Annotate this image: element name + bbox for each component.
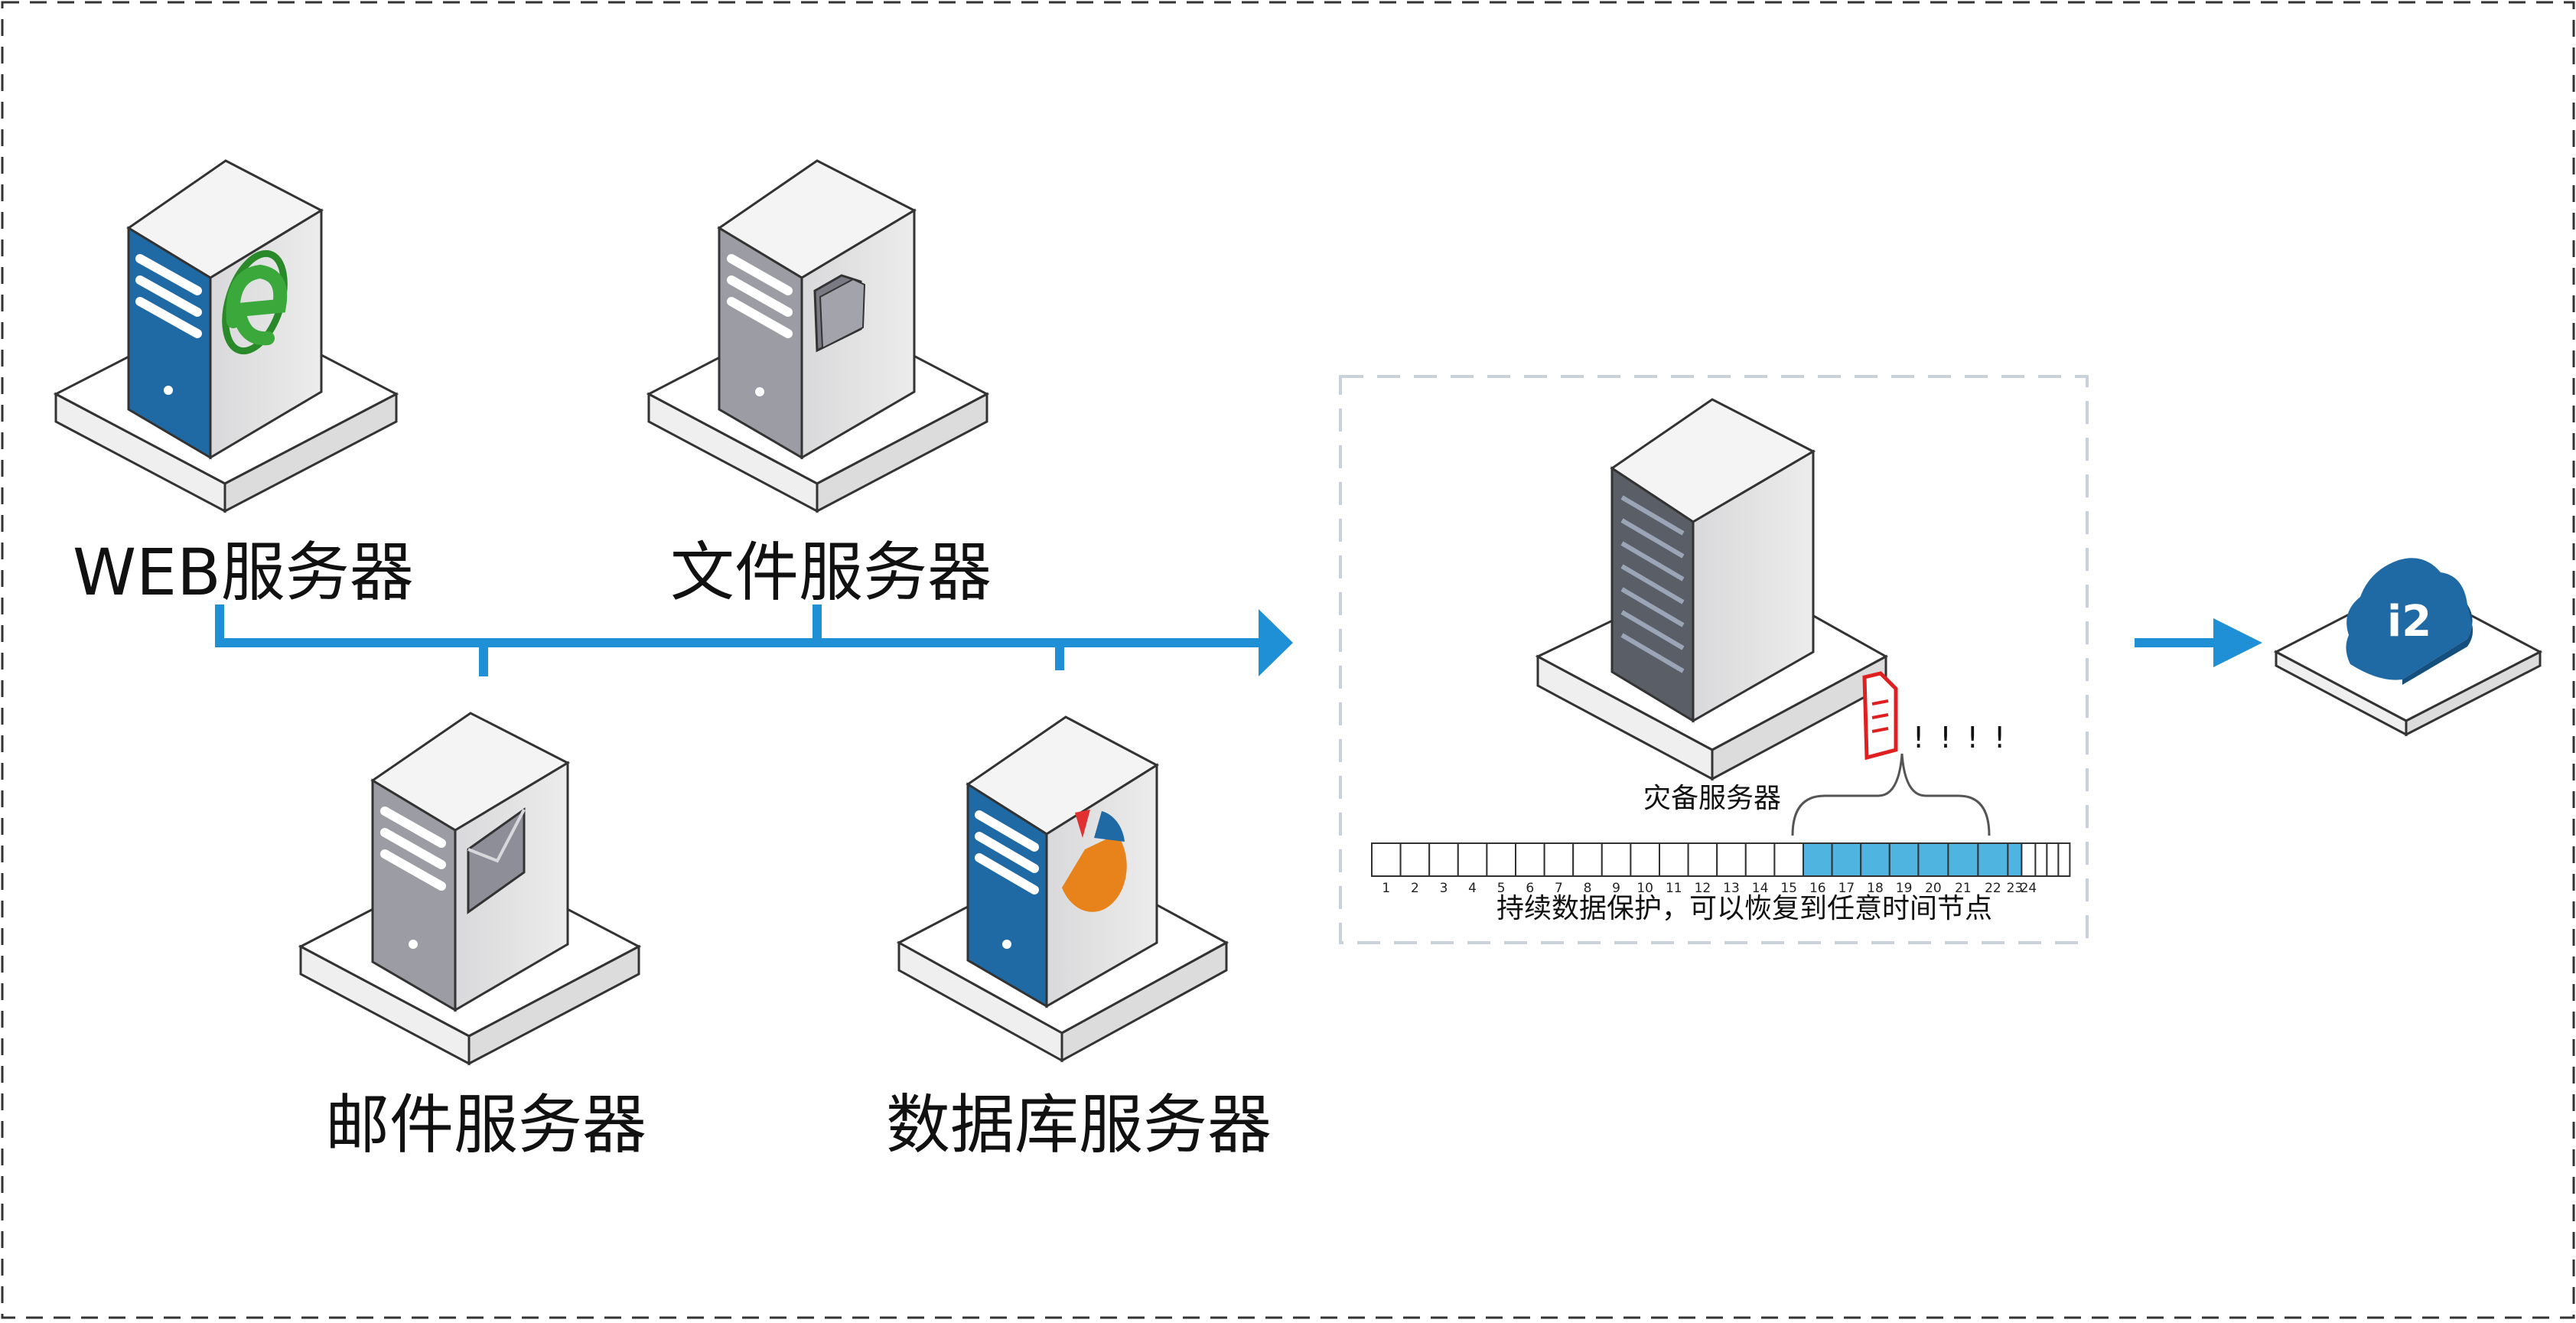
mail-server-label: 邮件服务器 — [325, 1087, 647, 1162]
file-server-label: 文件服务器 — [670, 535, 992, 610]
timeline-cell — [1716, 842, 1747, 877]
cloud-logo: i2 — [2387, 597, 2432, 647]
cloud-arrowhead — [2213, 618, 2262, 667]
timeline-caption: 持续数据保护，可以恢复到任意时间节点 — [1496, 893, 1993, 924]
timeline-tick-label: 15 — [1780, 881, 1797, 896]
timeline-cell — [1831, 842, 1862, 877]
timeline-tick-label: 20 — [1925, 881, 1942, 896]
backup-frame — [1339, 375, 2089, 944]
timeline-cell — [1803, 842, 1833, 877]
document-icon — [1862, 671, 1898, 761]
timeline-cell — [1888, 842, 1920, 877]
timeline-cell — [1744, 842, 1776, 877]
web-server — [53, 159, 399, 513]
timeline-cell — [1659, 842, 1689, 877]
database-server — [896, 715, 1229, 1063]
timeline-cell — [1371, 842, 1402, 877]
file-server — [646, 159, 990, 513]
pie-chart-icon — [1062, 810, 1127, 912]
timeline-tick-label: 16 — [1809, 881, 1826, 896]
timeline-bar — [1371, 842, 2071, 877]
alert-marks: ! ! ! ! — [1913, 721, 2009, 754]
timeline-cell — [1572, 842, 1603, 877]
timeline-tick-label: 22 — [1985, 881, 2001, 896]
ie-icon — [222, 249, 288, 355]
timeline-tick-label: 7 — [1554, 881, 1563, 896]
timeline-cell — [1773, 842, 1804, 877]
timeline-cell — [1860, 842, 1890, 877]
timeline-tick-label: 4 — [1468, 881, 1477, 896]
bus-arrowhead — [1259, 609, 1293, 676]
timeline-tick-label: 19 — [1895, 881, 1913, 896]
timeline-tick-label: 8 — [1583, 881, 1592, 896]
timeline-cell — [1687, 842, 1718, 877]
timeline-tick-label: 10 — [1636, 881, 1653, 896]
timeline-cell — [1399, 842, 1431, 877]
folder-icon — [813, 274, 866, 353]
timeline-cell — [1428, 842, 1459, 877]
timeline-tick-label: 12 — [1694, 881, 1711, 896]
timeline-tick-label: 2 — [1410, 881, 1419, 896]
backup-server — [1535, 398, 1889, 781]
timeline-cell — [2034, 842, 2048, 877]
timeline-tick-label: 21 — [1955, 881, 1972, 896]
bus-arrow-right-line — [2135, 638, 2215, 647]
timeline-tick-label: 5 — [1496, 881, 1506, 896]
timeline-brace — [1791, 753, 1991, 836]
timeline-cell — [2021, 842, 2037, 877]
connection-bus — [215, 604, 1262, 676]
timeline-cell — [1457, 842, 1488, 877]
timeline-tick-label: 6 — [1526, 881, 1535, 896]
web-server-label: WEB服务器 — [73, 535, 414, 610]
timeline-tick-label: 17 — [1838, 881, 1855, 896]
mail-icon — [467, 807, 526, 914]
timeline-tick-label: 1 — [1382, 881, 1391, 896]
database-server-label: 数据库服务器 — [886, 1087, 1272, 1162]
backup-server-label: 灾备服务器 — [1643, 783, 1782, 814]
timeline-cell — [1486, 842, 1517, 877]
timeline-tick-label: 9 — [1612, 881, 1620, 896]
timeline-tick-label: 23 — [2006, 881, 2024, 896]
timeline-cell — [1515, 842, 1545, 877]
timeline-cell — [1601, 842, 1632, 877]
timeline-cell — [2046, 842, 2060, 877]
timeline-tick-label: 13 — [1723, 881, 1740, 896]
timeline-cell — [1917, 842, 1949, 877]
timeline-tick-label: 14 — [1751, 881, 1769, 896]
timeline-tick-label: 18 — [1867, 881, 1884, 896]
timeline-tick-label: 3 — [1439, 881, 1448, 896]
timeline-cell — [1630, 842, 1660, 877]
timeline-tick-label: 11 — [1665, 881, 1682, 896]
timeline-tick-label: 24 — [2020, 881, 2037, 896]
mail-server — [298, 712, 642, 1066]
timeline-cell — [1543, 842, 1575, 877]
timeline-cell — [1947, 842, 1979, 877]
timeline-cell — [1977, 842, 2009, 877]
timeline-cell — [2007, 842, 2023, 877]
timeline-cell — [2057, 842, 2071, 877]
cloud-icon — [2346, 558, 2473, 685]
